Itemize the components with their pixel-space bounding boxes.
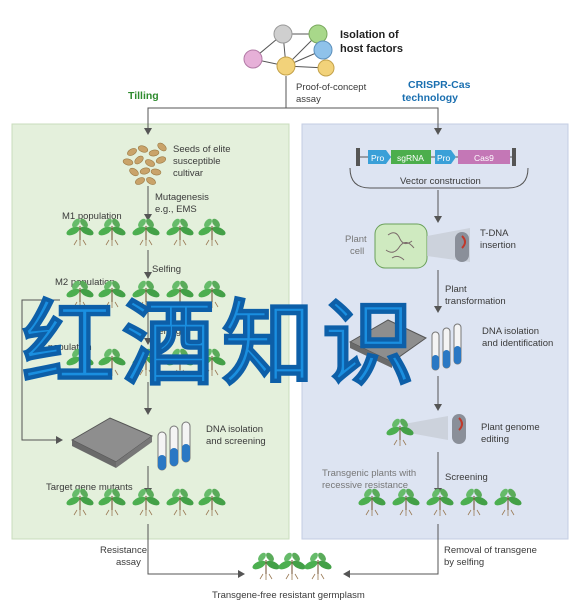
seedling-icon: [132, 488, 160, 516]
seedling-icon: [98, 348, 126, 376]
seedling-icon: [198, 488, 226, 516]
overlay-watermark-text: 红酒知识: [22, 291, 422, 398]
selfing-label-2: Selfing: [152, 326, 181, 337]
seedling-icon: [198, 280, 226, 308]
seedling-icon: [66, 348, 94, 376]
seedling-icon: [426, 488, 454, 516]
resistance-label-2: assay: [116, 557, 141, 568]
left-panel: [11, 123, 290, 540]
tdna-label-2: insertion: [480, 240, 516, 251]
seedling-icon: [198, 218, 226, 246]
tdna-label-1: T-DNA: [480, 228, 509, 239]
m1-plant-row: [66, 218, 226, 246]
m1-label: M1 population: [62, 211, 122, 222]
seedling-icon: [132, 348, 160, 376]
m3-label: M3 population: [32, 342, 92, 353]
selfing-label-1: Selfing: [152, 264, 181, 275]
seedling-icon: [304, 552, 332, 580]
dna-label-2: and screening: [206, 436, 266, 447]
seedling-icon: [358, 488, 386, 516]
seedling-icon: [252, 552, 280, 580]
resistant-germplasm-plants: [252, 552, 332, 580]
genome-editing-icon: [404, 414, 466, 444]
seedling-icon: [166, 218, 194, 246]
seedling-icon: [98, 280, 126, 308]
seedling-icon: [98, 218, 126, 246]
seedling-icon: [166, 348, 194, 376]
isolation-label-1: Isolation of: [340, 29, 399, 41]
test-tubes-icon-right: [431, 323, 462, 371]
crispr-title-1: CRISPR-Cas: [408, 79, 471, 91]
test-tubes-icon: [157, 421, 191, 471]
crispr-title-2: technology: [402, 92, 458, 104]
target-mutants-label: Target gene mutants: [46, 482, 133, 493]
seedling-icon: [386, 418, 414, 446]
plant-cell-icon: [374, 223, 428, 269]
mutagenesis-label-1: Mutagenesis: [155, 192, 209, 203]
construct-sgrna: sgRNA: [397, 153, 424, 163]
germplasm-label: Transgene-free resistant germplasm: [212, 590, 365, 601]
construct-pro-1: Pro: [371, 153, 385, 163]
transgenic-plant-row: [358, 488, 522, 516]
edited-plant-icon: [386, 418, 414, 446]
resistance-label-1: Resistance: [100, 545, 147, 556]
plant-cell-label-1: Plant: [345, 234, 367, 245]
seeds-label-3: cultivar: [173, 168, 203, 179]
seedling-icon: [392, 488, 420, 516]
dna-right-label-2: and identification: [482, 338, 553, 349]
construct-cas9: Cas9: [474, 153, 494, 163]
removal-label-2: by selfing: [444, 557, 484, 568]
seeds-icon: [122, 142, 167, 185]
seedling-icon: [66, 280, 94, 308]
screening-label: Screening: [445, 472, 488, 483]
microplate-icon-right: [348, 319, 427, 368]
removal-label-1: Removal of transgene: [444, 545, 537, 556]
microplate-icon: [70, 417, 154, 468]
vector-label: Vector construction: [400, 176, 481, 187]
transgenic-label-1: Transgenic plants with: [322, 468, 416, 479]
m3-plant-row: [66, 348, 226, 376]
seeds-label-1: Seeds of elite: [173, 144, 231, 155]
plant-cell-label-2: cell: [350, 246, 364, 257]
seedling-icon: [198, 348, 226, 376]
seedling-icon: [66, 488, 94, 516]
transform-label-1: Plant: [445, 284, 467, 295]
seedling-icon: [98, 488, 126, 516]
tdna-insertion-icon: [427, 228, 470, 262]
seedling-icon: [494, 488, 522, 516]
isolation-label-2: host factors: [340, 43, 403, 55]
seedling-icon: [460, 488, 488, 516]
transform-label-2: transformation: [445, 296, 506, 307]
dna-label-1: DNA isolation: [206, 424, 263, 435]
genome-label-2: editing: [481, 434, 509, 445]
seeds-label-2: susceptible: [173, 156, 221, 167]
genome-label-1: Plant genome: [481, 422, 540, 433]
transgenic-label-2: recessive resistance: [322, 480, 408, 491]
mutagenesis-label-2: e.g., EMS: [155, 204, 197, 215]
proof-label-2: assay: [296, 94, 321, 105]
host-factor-network: [243, 24, 335, 77]
seedling-icon: [132, 280, 160, 308]
seedling-icon: [66, 218, 94, 246]
seedling-icon: [132, 218, 160, 246]
seedling-icon: [166, 280, 194, 308]
right-panel: [301, 123, 569, 540]
dna-right-label-1: DNA isolation: [482, 326, 539, 337]
target-plant-row: [66, 488, 226, 516]
vector-construct: [356, 148, 516, 166]
tilling-title: Tilling: [128, 90, 159, 102]
proof-label-1: Proof-of-concept: [296, 82, 367, 93]
seedling-icon: [278, 552, 306, 580]
seedling-icon: [166, 488, 194, 516]
m2-plant-row: [66, 280, 226, 308]
construct-pro-2: Pro: [437, 153, 451, 163]
